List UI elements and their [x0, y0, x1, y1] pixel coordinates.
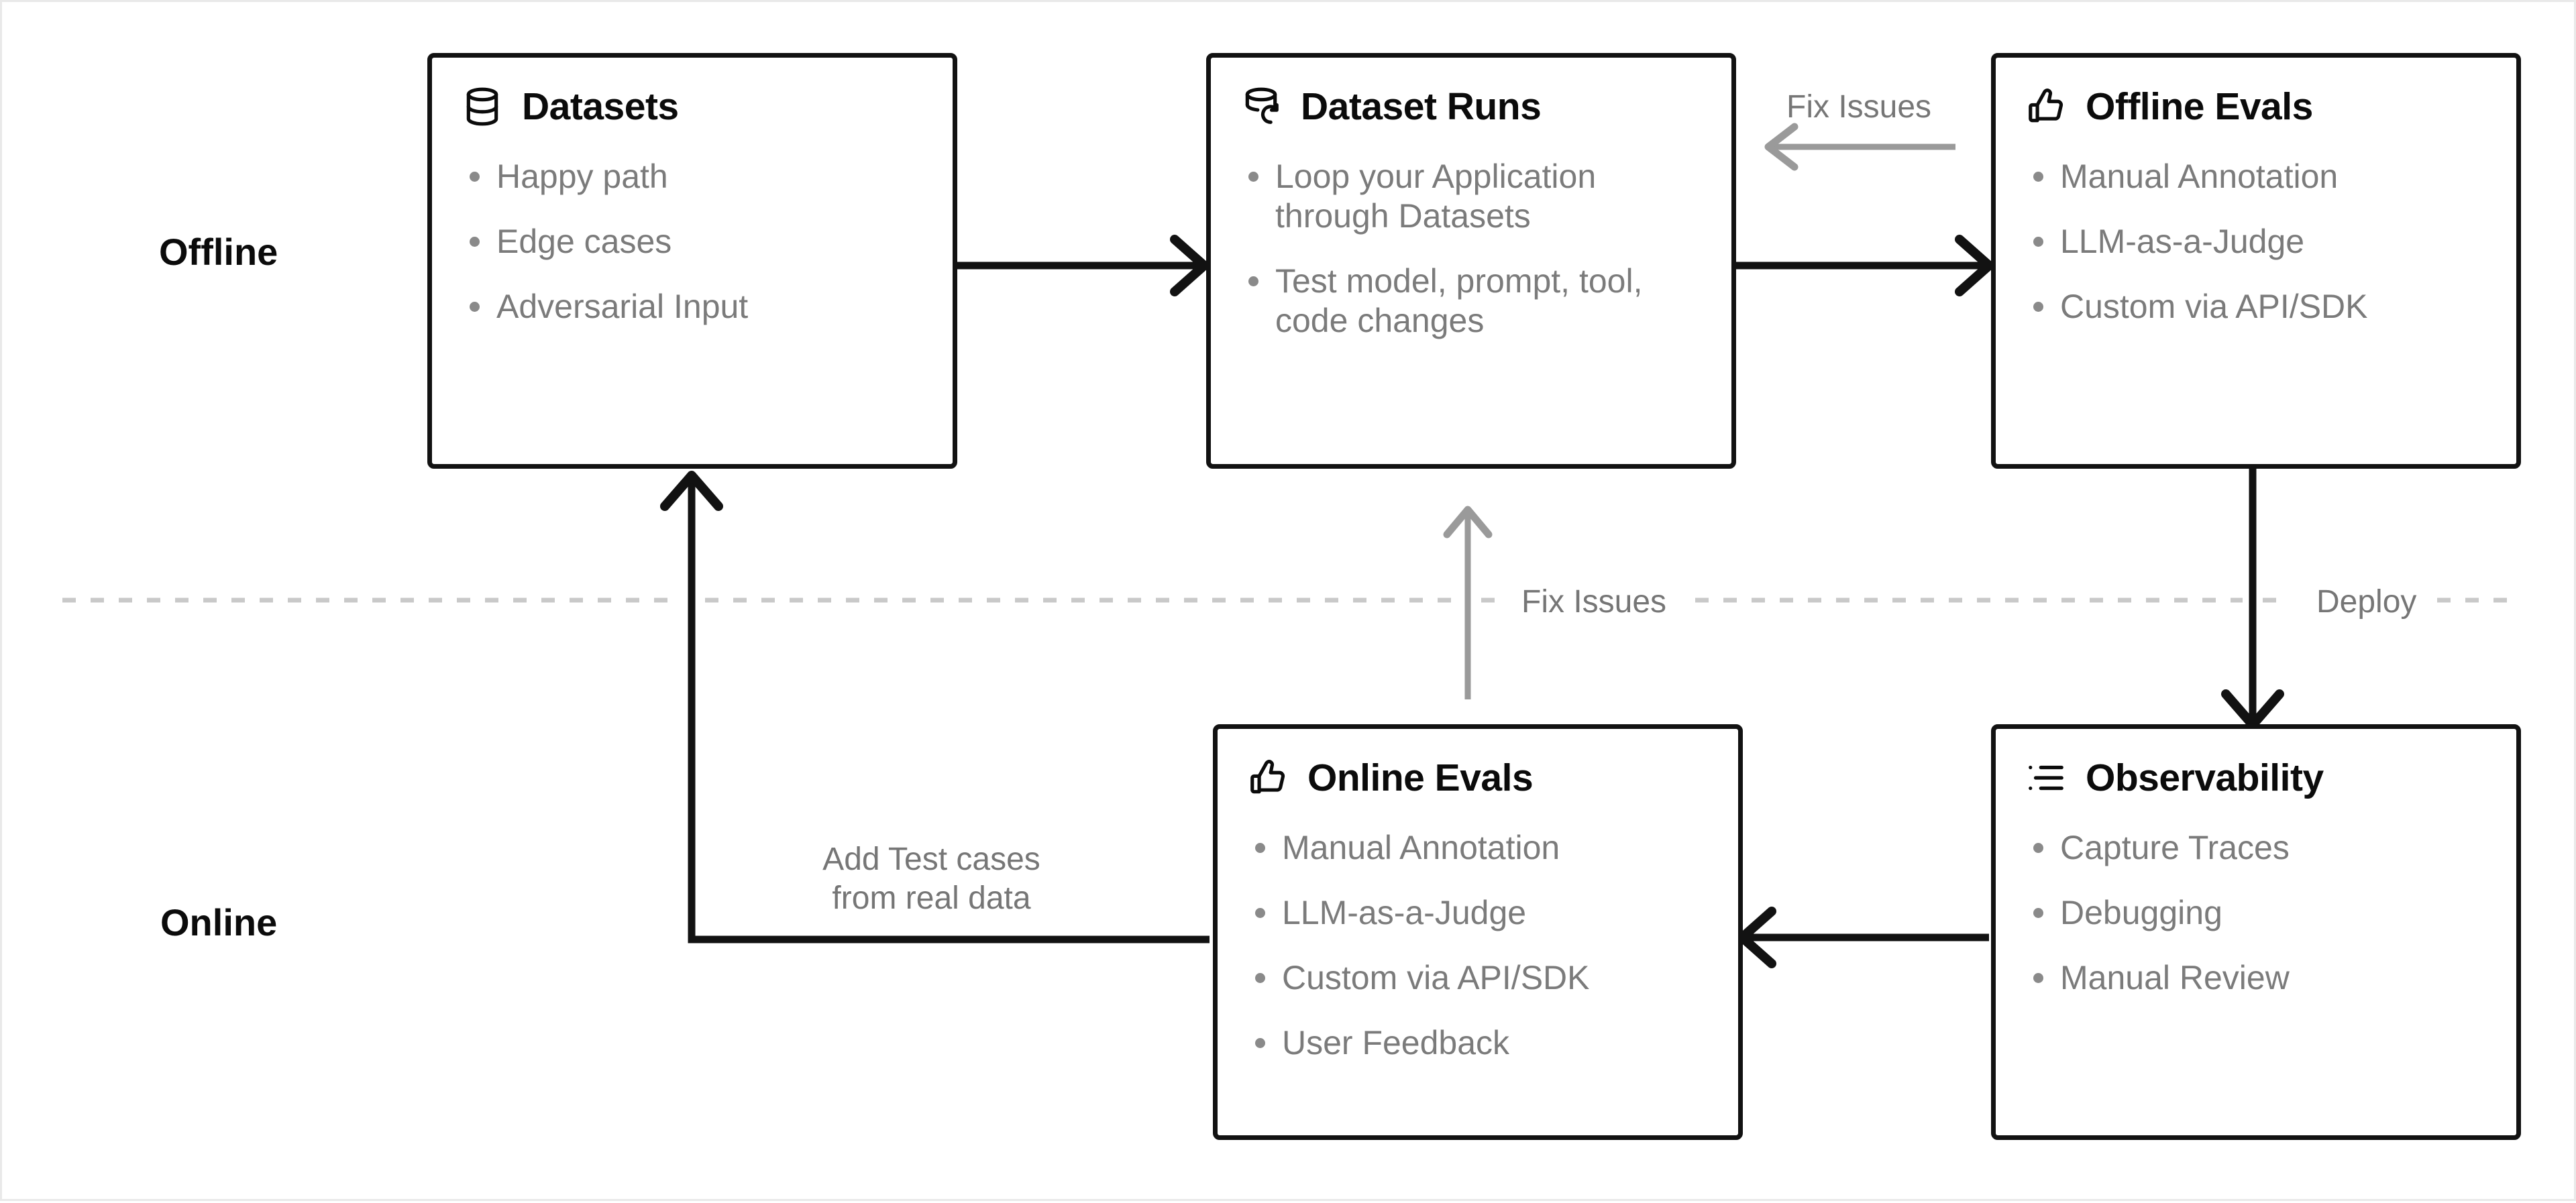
node-title: Datasets [522, 84, 679, 128]
node-bullet-list: Manual Annotation LLM-as-a-Judge Custom … [2025, 157, 2487, 327]
list-item: Manual Annotation [2025, 157, 2487, 196]
database-refresh-icon [1245, 87, 1279, 124]
node-header: Datasets [462, 86, 923, 127]
node-datasets[interactable]: Datasets Happy path Edge cases Adversari… [427, 53, 957, 469]
thumbs-up-icon [1250, 760, 1285, 794]
list-item: Loop your Application through Datasets [1240, 157, 1702, 236]
list-item: Adversarial Input [462, 287, 923, 327]
list-item: Edge cases [462, 222, 923, 262]
lane-label-offline: Offline [159, 231, 278, 273]
node-header: Offline Evals [2025, 86, 2487, 127]
list-item: Manual Review [2025, 958, 2487, 998]
node-header: Observability [2025, 757, 2487, 799]
node-title: Dataset Runs [1301, 84, 1542, 128]
node-offline-evals[interactable]: Offline Evals Manual Annotation LLM-as-a… [1991, 53, 2521, 469]
database-icon [466, 87, 498, 126]
arrow-observability-to-online-evals [1737, 907, 1989, 968]
list-item: Test model, prompt, tool, code changes [1240, 262, 1702, 341]
list-item: Happy path [462, 157, 923, 196]
list-item: Manual Annotation [1247, 828, 1709, 868]
lane-label-online: Online [160, 901, 278, 943]
arrow-datasets-to-dataset-runs [957, 235, 1209, 296]
node-observability[interactable]: Observability Capture Traces Debugging M… [1991, 724, 2521, 1140]
node-title: Offline Evals [2086, 84, 2313, 128]
list-item: Custom via API/SDK [2025, 287, 2487, 327]
node-bullet-list: Loop your Application through Datasets T… [1240, 157, 1702, 341]
node-header: Dataset Runs [1240, 86, 1702, 127]
arrow-dataset-runs-to-offline-evals [1736, 235, 1994, 296]
add-test-cases-line-1: Add Test cases [822, 842, 1040, 877]
arrow-fix-issues-top [1764, 123, 1955, 171]
node-title: Online Evals [1307, 756, 1534, 799]
list-item: Capture Traces [2025, 828, 2487, 868]
thumbs-up-icon [2029, 89, 2063, 123]
node-bullet-list: Capture Traces Debugging Manual Review [2025, 828, 2487, 998]
edge-label-add-test-cases: Add Test cases from real data [816, 840, 1047, 917]
add-test-cases-line-2: from real data [832, 880, 1031, 916]
list-item: LLM-as-a-Judge [1247, 893, 1709, 933]
edge-label-deploy: Deploy [2302, 583, 2432, 622]
node-bullet-list: Happy path Edge cases Adversarial Input [462, 157, 923, 327]
list-item: LLM-as-a-Judge [2025, 222, 2487, 262]
arrow-deploy [2221, 469, 2284, 730]
node-online-evals[interactable]: Online Evals Manual Annotation LLM-as-a-… [1213, 724, 1743, 1140]
arrow-add-test-cases [660, 471, 1210, 943]
list-item: User Feedback [1247, 1023, 1709, 1063]
node-header: Online Evals [1247, 757, 1709, 799]
arrow-fix-issues-middle [1443, 506, 1493, 699]
edge-label-fix-issues-middle: Fix Issues [1507, 583, 1682, 622]
list-item: Custom via API/SDK [1247, 958, 1709, 998]
list-indent-icon [2029, 765, 2063, 791]
edge-label-fix-issues-top: Fix Issues [1786, 89, 1932, 125]
node-dataset-runs[interactable]: Dataset Runs Loop your Application throu… [1206, 53, 1736, 469]
node-bullet-list: Manual Annotation LLM-as-a-Judge Custom … [1247, 828, 1709, 1063]
list-item: Debugging [2025, 893, 2487, 933]
node-title: Observability [2086, 756, 2324, 799]
